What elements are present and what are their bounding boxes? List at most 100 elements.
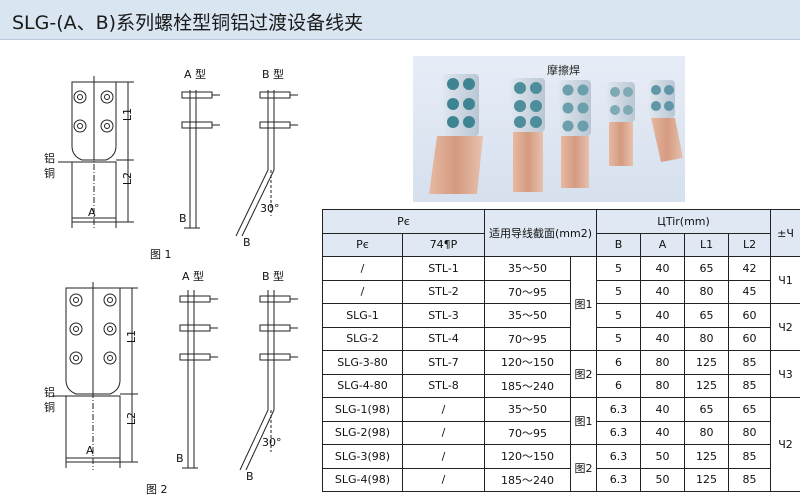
page-title: SLG-(A、B)系列螺栓型铜铝过渡设备线夹 [12,12,364,34]
cell-model-alt: STL-3 [401,303,486,328]
subheader-l2: L2 [728,232,772,257]
cell-b: 5 [596,326,642,351]
cell-l1: 125 [684,350,730,375]
cell-model: SLG-4-80 [322,373,403,398]
fig1-b2-label: B [243,236,251,249]
table-row: SLG-2(98) / 70～95 6.3 40 80 80 [322,420,800,445]
cell-b: 5 [596,279,642,304]
cell-b: 6 [596,373,642,398]
cell-a: 40 [640,256,686,281]
cell-b: 6.3 [596,467,642,492]
cell-section: 70～95 [484,326,572,351]
cell-l2: 45 [728,279,772,304]
table-row: SLG-4-80 STL-8 185～240 6 80 125 85 [322,373,800,398]
fig2-b-type-label: B 型 [262,270,285,283]
cell-l1: 80 [684,420,730,445]
fig1-b-type-side [235,90,298,237]
cell-b: 6 [596,350,642,375]
clamp-5 [649,80,683,162]
table-row: / STL-2 70～95 5 40 80 45 [322,279,800,304]
cell-section: 185～240 [484,373,572,398]
table-row: / STL-1 35～50 图1 5 40 65 42 Ч1 [322,256,800,351]
cell-figure: 图1 [570,397,598,445]
fig2-b-label: B [176,452,184,465]
cell-model-alt: STL-7 [401,350,486,375]
cell-l2: 85 [728,373,772,398]
cell-weight: Ч2 [770,397,800,492]
cell-model: SLG-3-80 [322,350,403,375]
fig1-front-view [58,76,134,228]
clamp-1 [429,74,483,194]
cell-l1: 125 [684,444,730,469]
fig2-copper-label: 铜 [44,401,55,414]
fig2-b-type-side [239,290,298,471]
technical-drawings: A 型 B 型 L1 L2 A B 30° B 铝 铜 图 1 A 型 B 型 … [0,40,410,499]
cell-model: / [322,279,403,304]
cell-model-alt: STL-4 [401,326,486,351]
cell-b: 5 [596,256,642,281]
header-dims: ЦTir(mm) [596,209,772,234]
cell-weight: Ч1 [770,256,800,304]
fig1-a-type-label: A 型 [184,68,207,81]
spec-table: Pє 适用导线截面(mm2) ЦTir(mm) ±Ч Pє 74¶P B A L… [321,209,800,492]
cell-b: 6.3 [596,444,642,469]
fig1-l2-label: L2 [121,171,135,186]
cell-l2: 65 [728,397,772,422]
cell-l2: 85 [728,444,772,469]
cell-model-alt: STL-1 [401,256,486,281]
cell-section: 70～95 [484,420,572,445]
cell-a: 40 [640,420,686,445]
table-row: SLG-1 STL-3 35～50 5 40 65 60 Ч2 [322,303,800,351]
fig2-angle-label: 30° [262,436,282,449]
fig2-aluminum-label: 铝 [44,386,55,399]
clamp-3 [559,80,591,188]
clamp-4 [607,82,635,166]
fig1-angle-label: 30° [260,202,280,215]
cell-section: 185～240 [484,467,572,492]
cell-model-alt: STL-8 [401,373,486,398]
fig2-b2-label: B [246,470,254,483]
fig2-l1-label: L1 [125,329,139,344]
cell-a: 80 [640,373,686,398]
cell-model-alt: / [401,397,486,422]
drawings-svg [52,76,298,471]
header-section: 适用导线截面(mm2) [484,209,598,257]
cell-l1: 125 [684,373,730,398]
fig2-a-label: A [86,444,94,457]
photo-caption: 摩擦焊 [547,64,580,77]
product-photo: 摩擦焊 [413,56,685,202]
fig1-aluminum-label: 铝 [44,152,55,165]
cell-a: 40 [640,303,686,328]
cell-a: 40 [640,397,686,422]
cell-model-alt: / [401,444,486,469]
fig2-front-view [52,282,138,470]
cell-section: 70～95 [484,279,572,304]
cell-b: 5 [596,303,642,328]
cell-model: SLG-1 [322,303,403,328]
cell-section: 120～150 [484,444,572,469]
cell-model: SLG-3(98) [322,444,403,469]
fig1-l1-label: L1 [121,107,135,122]
fig1-a-type-side [181,90,220,229]
cell-a: 50 [640,467,686,492]
table-row: SLG-4(98) / 185～240 6.3 50 125 85 [322,467,800,492]
cell-l1: 80 [684,326,730,351]
fig1-b-label: B [179,212,187,225]
cell-l1: 125 [684,467,730,492]
fig1-caption: 图 1 [150,248,172,261]
cell-section: 35～50 [484,256,572,281]
cell-weight: Ч2 [770,303,800,351]
header-weight: ±Ч [770,209,800,257]
cell-l2: 80 [728,420,772,445]
cell-figure: 图2 [570,444,598,492]
fig2-a-type-side [179,290,218,469]
cell-model: SLG-1(98) [322,397,403,422]
table-row: SLG-3-80 STL-7 120～150 图2 6 80 125 85 Ч3 [322,350,800,398]
fig1-copper-label: 铜 [44,167,55,180]
cell-l1: 65 [684,303,730,328]
cell-b: 6.3 [596,420,642,445]
page-header: SLG-(A、B)系列螺栓型铜铝过渡设备线夹 [0,0,800,40]
cell-l2: 85 [728,467,772,492]
cell-model-alt: / [401,467,486,492]
cell-b: 6.3 [596,397,642,422]
